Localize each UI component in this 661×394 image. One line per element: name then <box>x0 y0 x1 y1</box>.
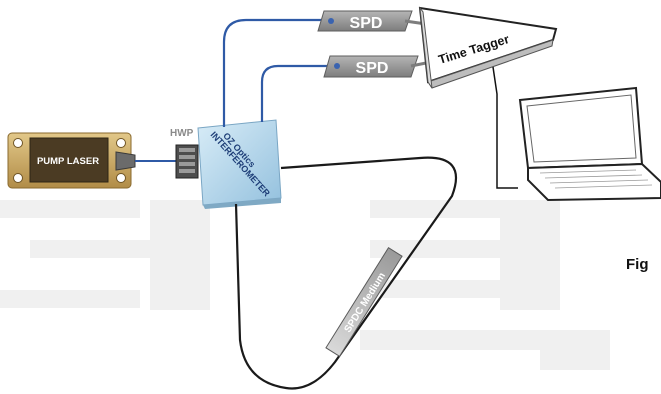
fiber-to-spd-bottom <box>260 64 342 122</box>
half-wave-plate <box>175 144 199 179</box>
pump-laser-label: PUMP LASER <box>37 156 99 167</box>
hwp-label: HWP <box>170 128 194 139</box>
laser-mount-hole-icon <box>13 173 23 183</box>
laser-output-connector <box>115 151 136 171</box>
time-tagger-to-laptop-cable <box>492 66 518 189</box>
time-tagger: Time Tagger <box>418 6 558 89</box>
spd-bottom-label: SPD <box>356 60 389 77</box>
spdc-medium-label: SPDC Medium <box>342 271 388 335</box>
spd-detector-bottom: SPD <box>323 55 419 78</box>
laser-mount-hole-icon <box>116 173 126 183</box>
pump-laser: PUMP LASER <box>7 132 132 189</box>
interferometer-box <box>197 119 282 209</box>
spd-top-label: SPD <box>350 15 383 32</box>
laser-mount-hole-icon <box>116 138 126 148</box>
laser-mount-hole-icon <box>13 138 23 148</box>
background-watermark <box>0 200 610 370</box>
spdc-fiber-loop <box>234 156 458 390</box>
spd-bottom-cable <box>410 61 427 68</box>
figure-caption-fragment: Fig <box>626 256 649 273</box>
spd-detector-top: SPD <box>317 10 413 32</box>
laptop-icon <box>518 86 661 202</box>
fiber-to-spd-top <box>222 18 336 127</box>
